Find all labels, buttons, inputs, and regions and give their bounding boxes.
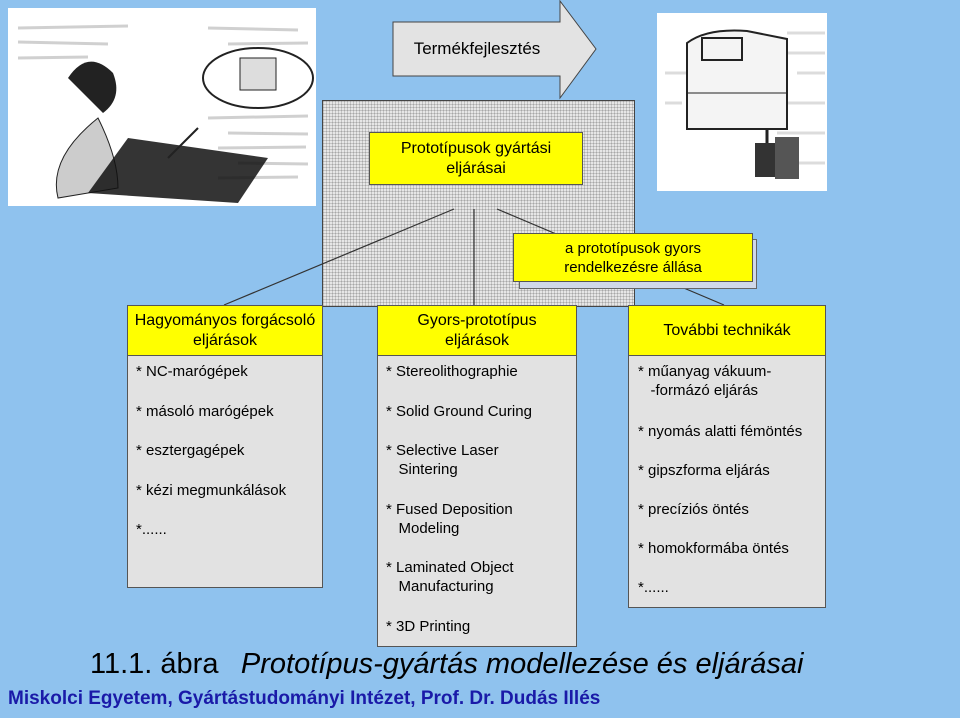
credit-line: Miskolci Egyetem, Gyártástudományi Intéz… bbox=[8, 688, 601, 709]
list-item: *...... bbox=[638, 579, 669, 596]
sketch-mixer-image bbox=[657, 13, 827, 191]
list-item: *...... bbox=[136, 521, 167, 538]
list-item: * másoló marógépek bbox=[136, 403, 274, 420]
banner-arrow-shape bbox=[392, 0, 597, 100]
column-header-line2: eljárások bbox=[192, 331, 258, 349]
banner-text: Termékfejlesztés bbox=[413, 39, 541, 58]
list-item: * Selective Laser Sintering bbox=[386, 442, 499, 478]
column-body-other: * műanyag vákuum- -formázó eljárás * nyo… bbox=[628, 355, 826, 608]
column-header-rapid: Gyors-prototípus eljárások bbox=[377, 305, 577, 356]
list-item: * nyomás alatti fémöntés bbox=[638, 423, 803, 440]
list-item: * Solid Ground Curing bbox=[386, 403, 532, 420]
list-item: * Fused Deposition Modeling bbox=[386, 501, 513, 537]
list-item: * gipszforma eljárás bbox=[638, 462, 770, 479]
list-item: * Laminated Object Manufacturing bbox=[386, 559, 514, 595]
right-note-line1: a prototípusok gyors bbox=[565, 239, 701, 257]
right-note-line2: rendelkezésre állása bbox=[564, 258, 702, 276]
list-item: * 3D Printing bbox=[386, 618, 471, 635]
figure-number: 11.1. ábra bbox=[90, 648, 219, 680]
list-item: * esztergagépek bbox=[136, 442, 245, 459]
banner-label: Termékfejlesztés bbox=[392, 22, 562, 76]
list-item: * kézi megmunkálások bbox=[136, 482, 287, 499]
column-header-traditional: Hagyományos forgácsoló eljárások bbox=[127, 305, 323, 356]
list-item: * NC-marógépek bbox=[136, 363, 248, 380]
center-box: Prototípusok gyártási eljárásai bbox=[369, 132, 583, 185]
list-item: * műanyag vákuum- -formázó eljárás bbox=[638, 363, 772, 399]
figure-caption: 11.1. ábra Prototípus-gyártás modellezés… bbox=[90, 648, 950, 684]
column-body-traditional: * NC-marógépek * másoló marógépek * eszt… bbox=[127, 355, 323, 588]
sketch-designer-image bbox=[8, 8, 316, 206]
list-item: * Stereolithographie bbox=[386, 363, 518, 380]
column-body-rapid: * Stereolithographie * Solid Ground Curi… bbox=[377, 355, 577, 647]
figure-title: Prototípus-gyártás modellezése és eljárá… bbox=[240, 648, 804, 680]
column-header-line2: eljárások bbox=[444, 331, 510, 349]
list-item: * homokformába öntés bbox=[638, 540, 789, 557]
column-header-line1: További technikák bbox=[663, 321, 791, 339]
list-item: * precíziós öntés bbox=[638, 501, 749, 518]
column-header-other: További technikák bbox=[628, 305, 826, 356]
center-box-line2: eljárásai bbox=[446, 159, 506, 177]
right-note-box: a prototípusok gyors rendelkezésre állás… bbox=[513, 233, 753, 282]
column-header-line1: Hagyományos forgácsoló bbox=[134, 311, 316, 329]
center-box-line1: Prototípusok gyártási bbox=[400, 139, 552, 157]
column-header-line1: Gyors-prototípus bbox=[417, 311, 537, 329]
